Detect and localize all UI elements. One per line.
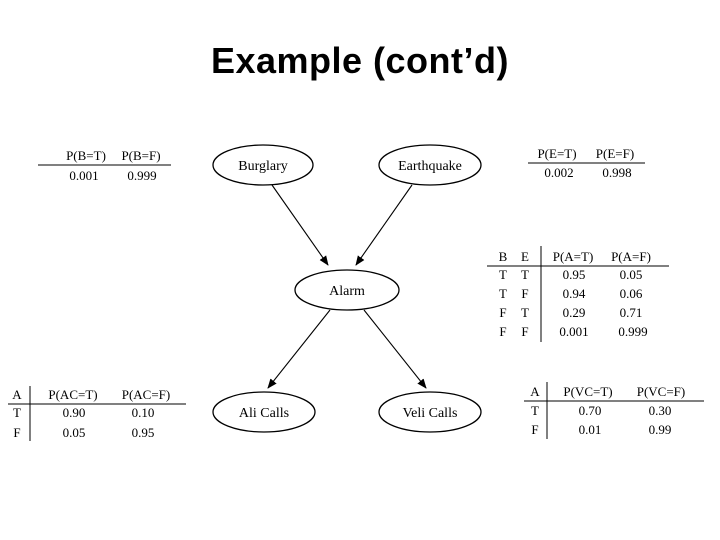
node-earthquake: Earthquake — [378, 144, 482, 186]
cpt-cell: 0.002 — [544, 165, 573, 180]
cpt-cell: T — [521, 305, 529, 320]
edge-alarm-ali-calls — [267, 309, 331, 389]
cpt-cell: 0.05 — [620, 267, 643, 282]
cpt-header: P(VC=F) — [637, 384, 686, 399]
cpt-header: B — [499, 249, 508, 264]
cpt-cell: 0.94 — [563, 286, 586, 301]
cpt-earthquake-table: P(E=T) P(E=F) 0.002 0.998 — [528, 146, 645, 180]
edge-alarm-veli-calls — [363, 309, 427, 389]
cpt-cell: F — [499, 324, 506, 339]
cpt-cell: F — [499, 305, 506, 320]
cpt-header: P(AC=T) — [48, 387, 97, 402]
cpt-cell: F — [521, 286, 528, 301]
node-earthquake-label: Earthquake — [398, 159, 462, 174]
cpt-cell: 0.999 — [127, 168, 156, 183]
cpt-header: P(E=F) — [596, 146, 634, 161]
cpt-cell: F — [13, 425, 20, 440]
cpt-cell: T — [521, 267, 529, 282]
edge-earthquake-alarm — [355, 184, 413, 266]
cpt-header: E — [521, 249, 529, 264]
cpt-header: P(E=T) — [537, 146, 576, 161]
cpt-header: A — [12, 387, 22, 402]
cpt-cell: 0.95 — [132, 425, 155, 440]
cpt-ali-calls-table: A P(AC=T) P(AC=F) T 0.90 0.10 F 0.05 0.9… — [8, 386, 186, 441]
cpt-cell: T — [499, 286, 507, 301]
slide-title: Example (cont’d) — [210, 40, 510, 81]
cpt-header: P(A=F) — [611, 249, 651, 264]
cpt-header: P(B=T) — [66, 148, 106, 163]
cpt-cell: 0.10 — [132, 405, 155, 420]
cpt-header: P(AC=F) — [122, 387, 171, 402]
cpt-burglary-table: P(B=T) P(B=F) 0.001 0.999 — [38, 148, 171, 183]
node-burglary: Burglary — [212, 144, 314, 186]
cpt-alarm-table: B E P(A=T) P(A=F) T T 0.95 0.05 T F 0.94… — [487, 246, 669, 342]
cpt-cell: T — [499, 267, 507, 282]
edges — [267, 184, 427, 389]
cpt-header: P(VC=T) — [563, 384, 612, 399]
cpt-cell: 0.001 — [559, 324, 588, 339]
node-burglary-label: Burglary — [238, 159, 288, 174]
cpt-cell: 0.70 — [579, 403, 602, 418]
cpt-cell: 0.71 — [620, 305, 643, 320]
cpt-cell: 0.95 — [563, 267, 586, 282]
node-veli-calls-label: Veli Calls — [403, 406, 458, 421]
cpt-cell: F — [531, 422, 538, 437]
cpt-cell: 0.30 — [649, 403, 672, 418]
cpt-header: A — [530, 384, 540, 399]
cpt-cell: 0.90 — [63, 405, 86, 420]
cpt-cell: 0.998 — [602, 165, 631, 180]
node-ali-calls: Ali Calls — [212, 391, 316, 433]
cpt-cell: 0.29 — [563, 305, 586, 320]
cpt-veli-calls-table: A P(VC=T) P(VC=F) T 0.70 0.30 F 0.01 0.9… — [524, 382, 704, 439]
node-ali-calls-label: Ali Calls — [239, 406, 289, 421]
cpt-cell: T — [531, 403, 539, 418]
cpt-cell: 0.05 — [63, 425, 86, 440]
cpt-header: P(B=F) — [121, 148, 160, 163]
cpt-cell: 0.01 — [579, 422, 602, 437]
cpt-header: P(A=T) — [553, 249, 594, 264]
node-veli-calls: Veli Calls — [378, 391, 482, 433]
node-alarm-label: Alarm — [329, 284, 365, 299]
edge-burglary-alarm — [271, 184, 329, 266]
node-alarm: Alarm — [294, 269, 400, 311]
cpt-cell: F — [521, 324, 528, 339]
cpt-cell: 0.999 — [618, 324, 647, 339]
cpt-cell: 0.06 — [620, 286, 643, 301]
cpt-cell: 0.001 — [69, 168, 98, 183]
cpt-cell: T — [13, 405, 21, 420]
cpt-cell: 0.99 — [649, 422, 672, 437]
